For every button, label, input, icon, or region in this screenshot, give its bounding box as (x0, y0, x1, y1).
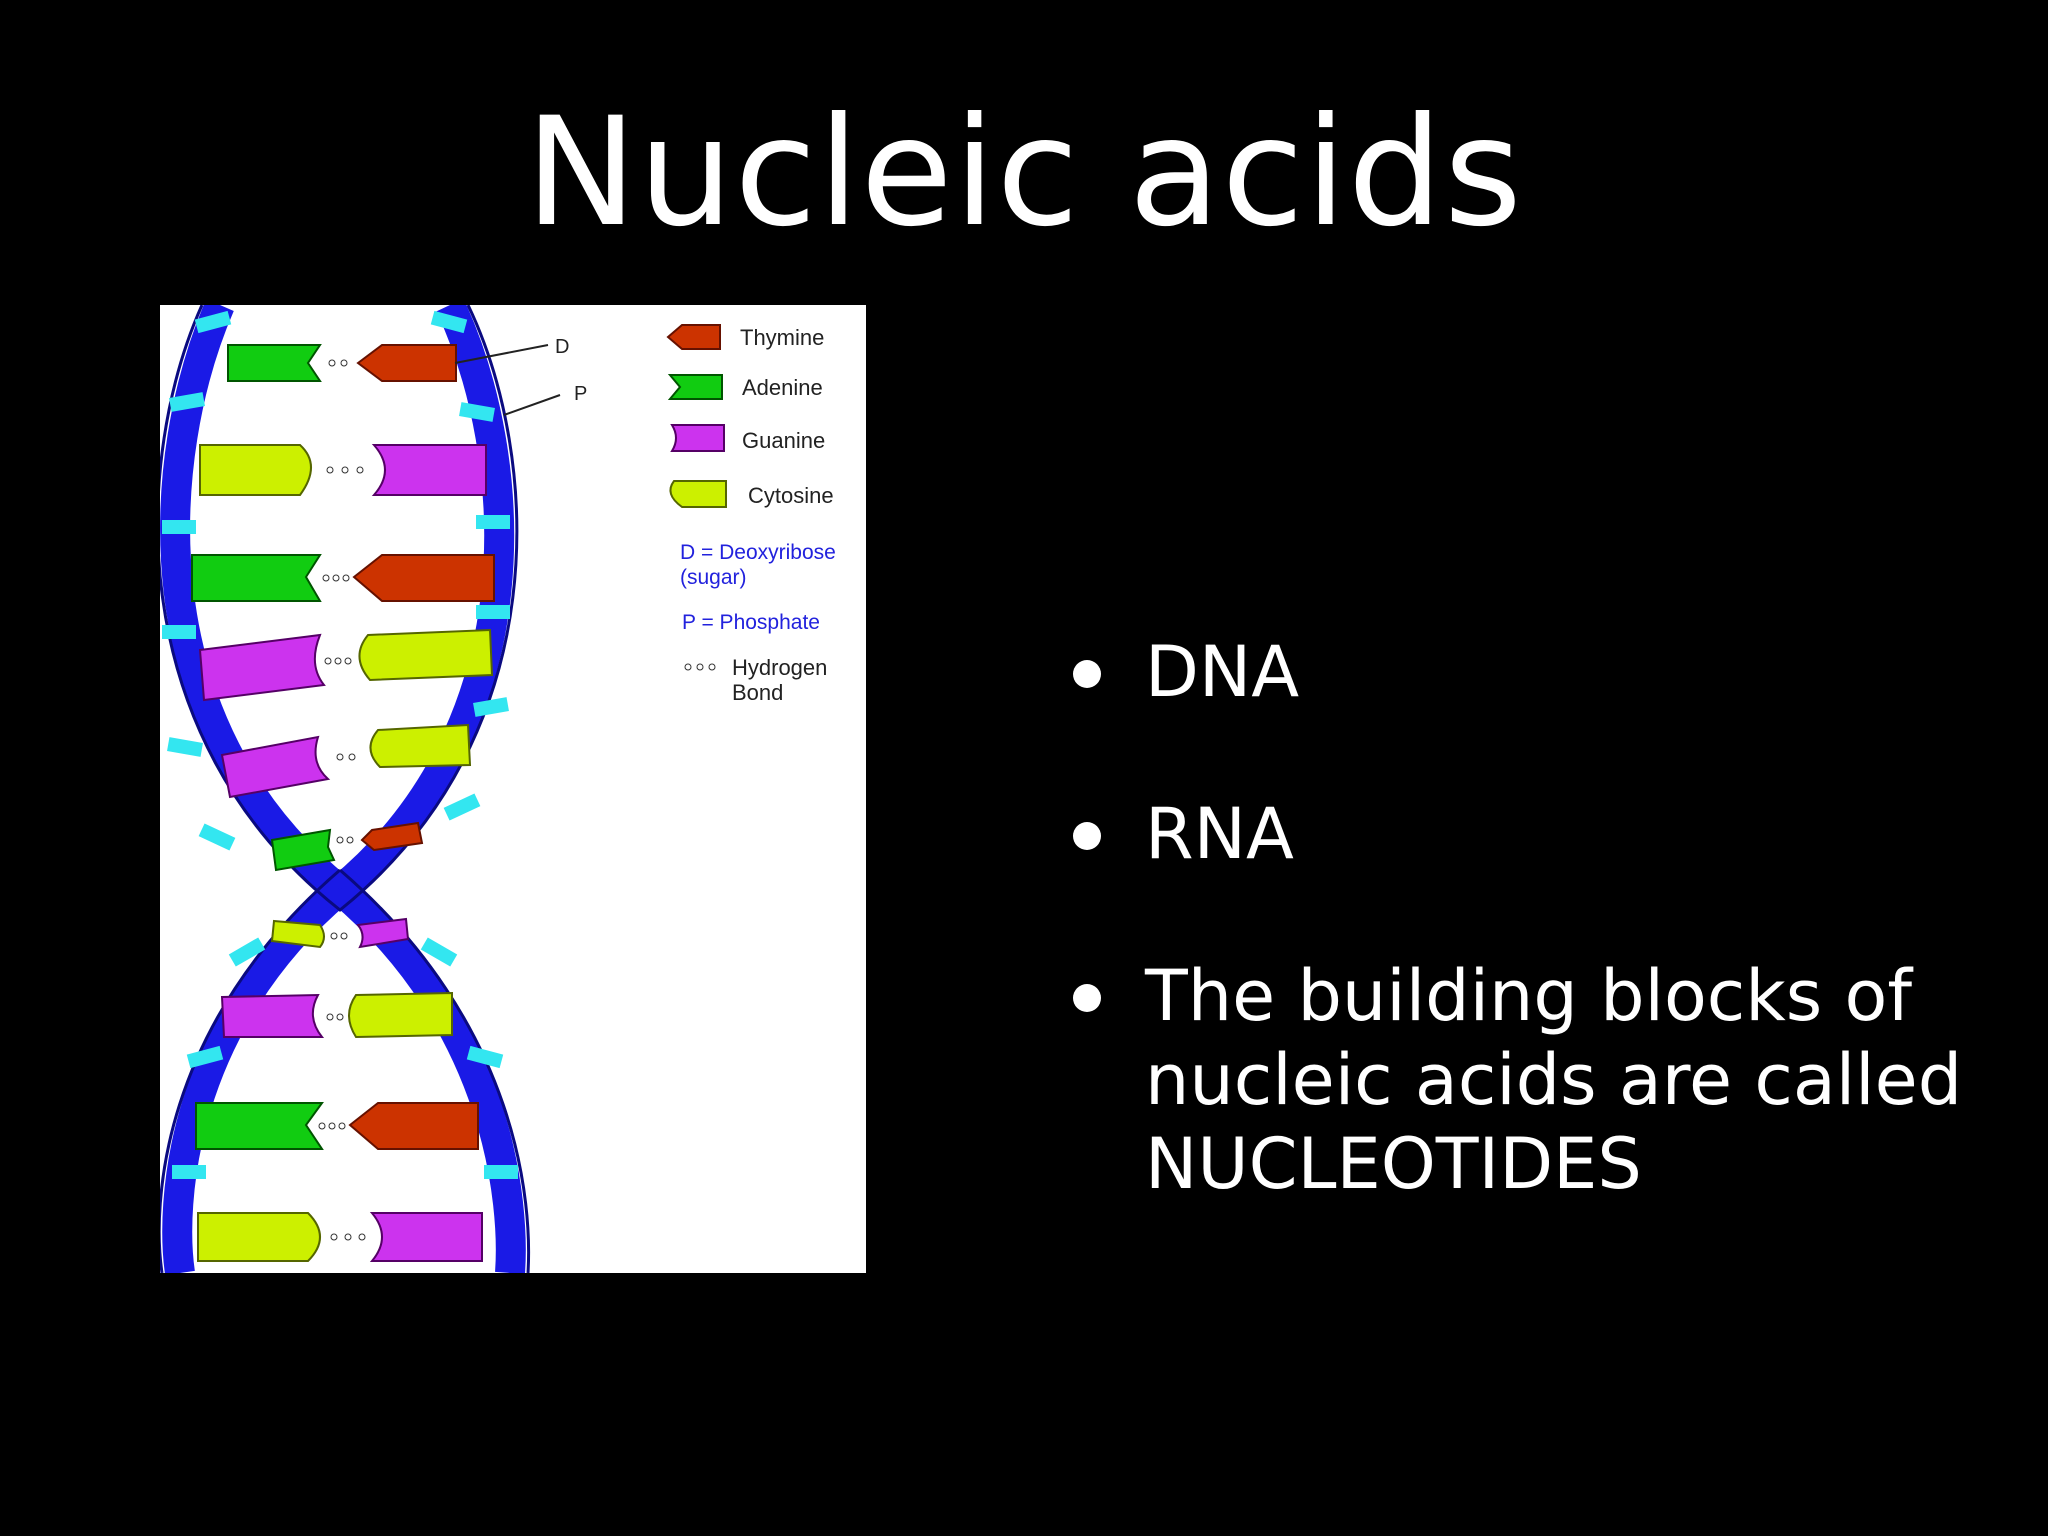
cytosine-swatch (669, 480, 727, 508)
thymine-swatch (666, 324, 721, 350)
base-pair-7 (270, 917, 410, 949)
bullet-list: DNA RNA The building blocks of nucleic a… (1070, 630, 1970, 1284)
base-pair-10 (197, 1212, 483, 1262)
legend-hydrogen: Hydrogen (732, 655, 827, 680)
base-pair-1 (227, 344, 457, 382)
base-pair-8 (220, 991, 453, 1039)
base-pair-3 (191, 554, 495, 602)
hydrogen-bond-swatch (684, 663, 716, 671)
bullet-text-dna: DNA (1145, 631, 1300, 713)
bullet-dot (1073, 660, 1101, 688)
adenine-swatch (667, 374, 723, 400)
bullet-dot (1073, 984, 1101, 1012)
bullet-dot (1073, 822, 1101, 850)
legend-phosphate: P = Phosphate (682, 611, 820, 634)
legend-sugar: (sugar) (680, 566, 747, 589)
legend-deoxyribose: D = Deoxyribose (680, 541, 836, 564)
dna-diagram: D P Thymine Adenine Guanine Cytosine D =… (160, 305, 866, 1273)
sugar-label: D (555, 336, 569, 358)
base-pair-9 (195, 1102, 479, 1150)
legend-bond: Bond (732, 680, 783, 705)
base-pair-4 (198, 628, 494, 702)
dna-helix-svg: D P Thymine Adenine Guanine Cytosine D =… (160, 305, 836, 1273)
slide-title: Nucleic acids (525, 86, 1523, 260)
legend-guanine: Guanine (742, 428, 825, 453)
bullet-text-rna: RNA (1145, 793, 1294, 875)
base-pair-2 (199, 444, 487, 496)
base-pair-5 (220, 723, 472, 799)
guanine-swatch (670, 424, 725, 452)
bullet-item: RNA (1070, 792, 1970, 876)
legend-adenine: Adenine (742, 375, 823, 400)
bullet-item: The building blocks of nucleic acids are… (1070, 954, 1970, 1206)
legend-thymine: Thymine (740, 325, 824, 350)
legend-cytosine: Cytosine (748, 483, 834, 508)
phosphate-label: P (574, 383, 587, 405)
bullet-item: DNA (1070, 630, 1970, 714)
legend: Thymine Adenine Guanine Cytosine D = Deo… (666, 324, 836, 705)
phosphate-ticks (162, 310, 518, 1179)
bullet-text-nucleotides: The building blocks of nucleic acids are… (1145, 955, 1963, 1205)
base-pair-6 (270, 821, 424, 872)
